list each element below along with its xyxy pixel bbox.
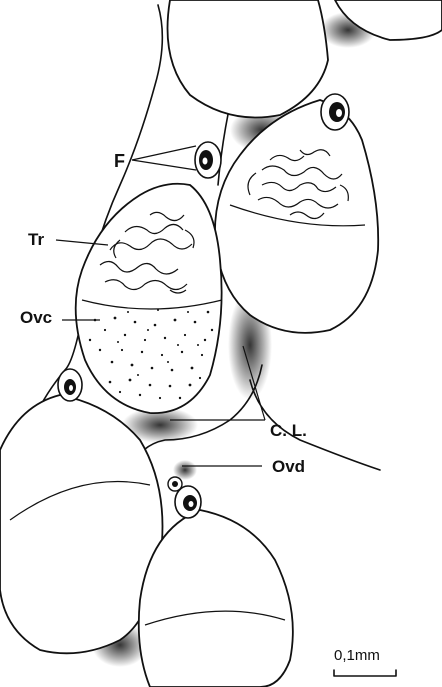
scale-bar: 0,1mm xyxy=(334,647,396,676)
follicle-cell xyxy=(321,94,349,130)
label-f: F xyxy=(114,151,125,171)
scale-bar-line xyxy=(334,670,396,676)
label-ovd: Ovd xyxy=(272,457,305,476)
oocyte-top xyxy=(168,0,442,118)
label-cl: C. L. xyxy=(270,421,307,440)
oocyte-center xyxy=(76,184,222,413)
follicle-cell xyxy=(168,477,182,491)
follicle-cell xyxy=(195,142,221,178)
follicle-cell xyxy=(58,369,82,401)
follicle-cell xyxy=(175,486,201,518)
scale-bar-label: 0,1mm xyxy=(334,647,380,664)
label-ovc: Ovc xyxy=(20,308,52,327)
label-tr: Tr xyxy=(28,230,44,249)
